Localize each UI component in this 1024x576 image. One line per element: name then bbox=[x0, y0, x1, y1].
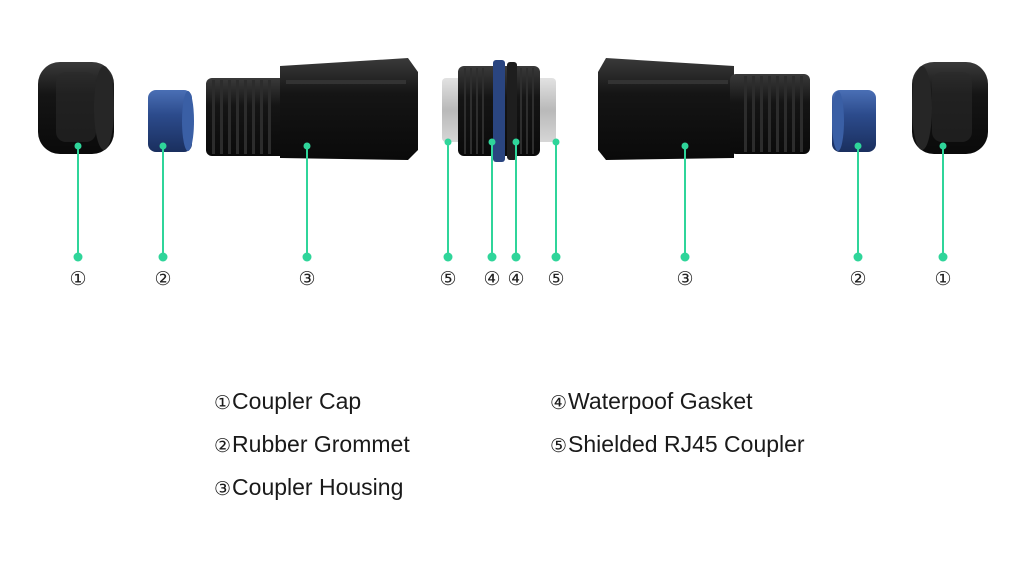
leader-lines bbox=[73, 138, 948, 262]
callout-number: ① bbox=[934, 268, 952, 290]
callout-number: ② bbox=[849, 268, 867, 290]
leader-anchor-dot bbox=[488, 138, 496, 146]
leader-anchor-dot bbox=[512, 138, 520, 146]
callout-number: ③ bbox=[298, 268, 316, 290]
legend-label: Rubber Grommet bbox=[232, 431, 410, 457]
leader-end-dot bbox=[158, 252, 168, 262]
shielded-rj45-coupler bbox=[442, 60, 556, 162]
legend-number: ③ bbox=[214, 478, 232, 500]
leader-anchor-dot bbox=[303, 142, 311, 150]
legend-item-coupler-housing: ③Coupler Housing bbox=[214, 474, 403, 501]
leader-anchor-dot bbox=[939, 142, 947, 150]
leader-anchor-dot bbox=[552, 138, 560, 146]
legend-number: ④ bbox=[550, 392, 568, 414]
leader-end-dot bbox=[853, 252, 863, 262]
leader-end-dot bbox=[511, 252, 521, 262]
callout-number: ⑤ bbox=[439, 268, 457, 290]
callout-number: ③ bbox=[676, 268, 694, 290]
legend-label: Coupler Cap bbox=[232, 388, 362, 414]
leader-end-dot bbox=[302, 252, 312, 262]
callout-number: ② bbox=[154, 268, 172, 290]
legend-number: ⑤ bbox=[550, 435, 568, 457]
legend-label: Coupler Housing bbox=[232, 474, 404, 500]
leader-end-dot bbox=[551, 252, 561, 262]
coupler-housing-left bbox=[206, 58, 418, 160]
legend-number: ② bbox=[214, 435, 232, 457]
leader-anchor-dot bbox=[681, 142, 689, 150]
leader-end-dot bbox=[938, 252, 948, 262]
callout-number: ④ bbox=[507, 268, 525, 290]
leader-anchor-dot bbox=[854, 142, 862, 150]
leader-anchor-dot bbox=[444, 138, 452, 146]
callout-number: ⑤ bbox=[547, 268, 565, 290]
legend-item-waterproof-gasket: ④Waterpoof Gasket bbox=[550, 388, 753, 415]
legend-label: Shielded RJ45 Coupler bbox=[568, 431, 805, 457]
leader-end-dot bbox=[73, 252, 83, 262]
leader-anchor-dot bbox=[159, 142, 167, 150]
legend-item-shielded-coupler: ⑤Shielded RJ45 Coupler bbox=[550, 431, 805, 458]
leader-end-dot bbox=[680, 252, 690, 262]
legend-number: ① bbox=[214, 392, 232, 414]
callout-number: ① bbox=[69, 268, 87, 290]
leader-end-dot bbox=[487, 252, 497, 262]
rubber-grommet-right bbox=[832, 90, 876, 152]
legend-label: Waterpoof Gasket bbox=[568, 388, 753, 414]
legend-item-coupler-cap: ①Coupler Cap bbox=[214, 388, 361, 415]
leader-end-dot bbox=[443, 252, 453, 262]
coupler-housing-right bbox=[598, 58, 810, 160]
callout-number: ④ bbox=[483, 268, 501, 290]
rubber-grommet-left bbox=[148, 90, 194, 152]
legend-item-rubber-grommet: ②Rubber Grommet bbox=[214, 431, 410, 458]
coupler-cap-left bbox=[38, 62, 114, 154]
coupler-cap-right bbox=[912, 62, 988, 154]
waterproof-gasket bbox=[493, 60, 505, 162]
leader-anchor-dot bbox=[74, 142, 82, 150]
